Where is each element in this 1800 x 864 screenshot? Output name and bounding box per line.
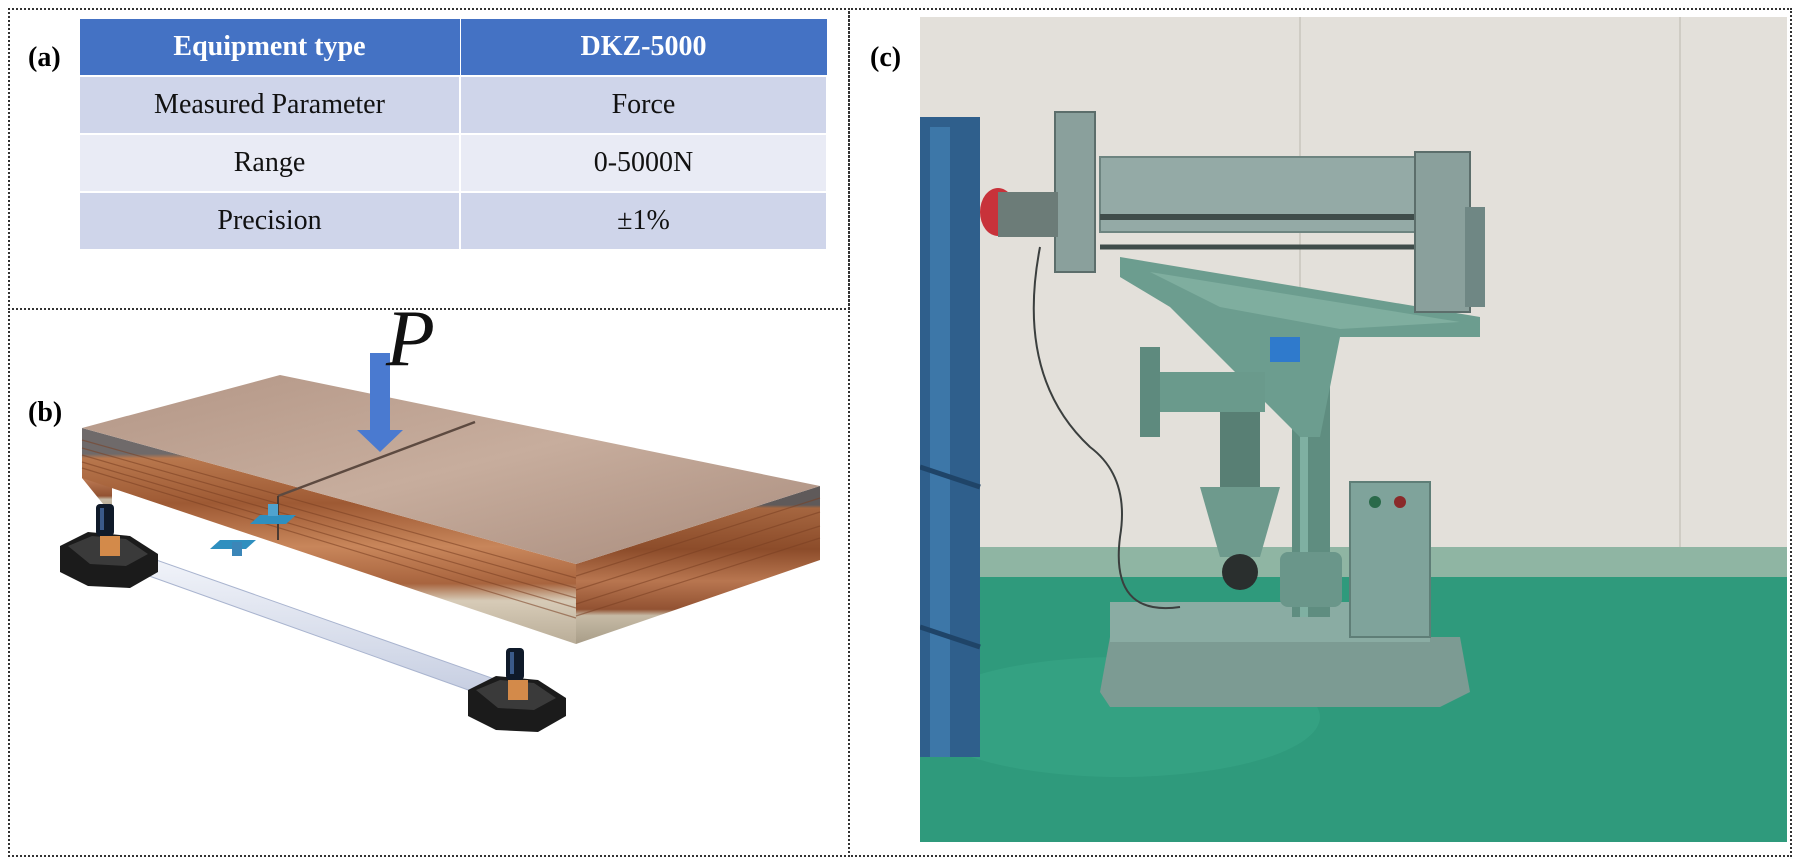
table-cell: Measured Parameter <box>78 75 461 135</box>
control-box <box>1349 481 1431 638</box>
slab-top-face <box>82 375 820 564</box>
table-row: Precision ±1% <box>78 191 828 251</box>
table-cell: Range <box>78 133 461 193</box>
table-header-row: Equipment type DKZ-5000 <box>78 18 828 77</box>
testing-machine-photo <box>920 17 1787 842</box>
table-cell: 0-5000N <box>459 133 828 193</box>
equipment-spec-table: Equipment type DKZ-5000 Measured Paramet… <box>78 18 828 251</box>
table-cell: Force <box>459 75 828 135</box>
panel-c-frame <box>848 8 1792 857</box>
load-arrow-icon <box>357 353 403 452</box>
slab-joint-line <box>277 420 476 498</box>
slab-front-face <box>82 428 576 644</box>
displacement-marker-icon <box>210 540 256 556</box>
table-header-cell: Equipment type <box>78 18 461 77</box>
top-beam <box>1099 156 1461 233</box>
table-row: Range 0-5000N <box>78 133 828 193</box>
left-support-icon <box>60 504 158 588</box>
panel-b-label: (b) <box>28 397 63 428</box>
load-symbol: P <box>385 310 435 383</box>
table-cell: Precision <box>78 191 461 251</box>
slab-layer-lines <box>81 439 821 619</box>
displacement-marker-icon <box>250 504 296 524</box>
table-header-cell: DKZ-5000 <box>459 18 828 77</box>
table-row: Measured Parameter Force <box>78 75 828 135</box>
pavement-slab-diagram: P <box>60 310 821 732</box>
right-support-icon <box>468 648 566 732</box>
panel-c-label: (c) <box>870 42 902 73</box>
panel-a-label: (a) <box>28 42 61 73</box>
table-cell: ±1% <box>459 191 828 251</box>
